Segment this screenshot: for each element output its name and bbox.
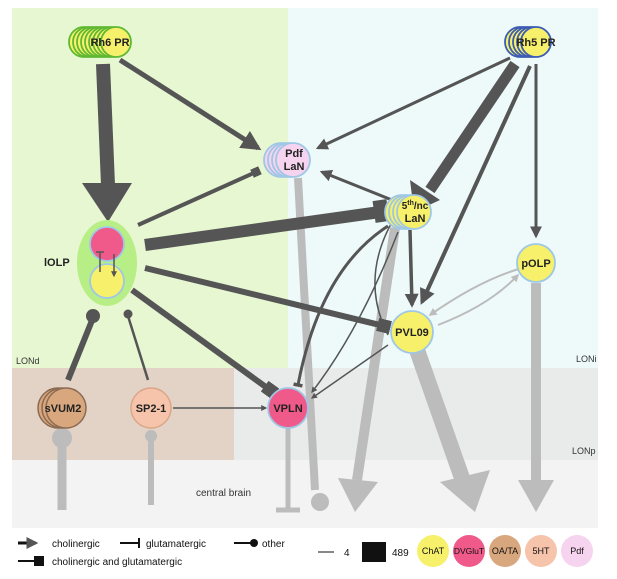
legend-swatch-pdf: Pdf [561,535,593,567]
legend-swatch-oata-label: OA/TA [492,546,518,556]
edge-fifth-to-vpln-curve [293,224,389,388]
legend-max-weight-text: 489 [392,548,409,559]
edge-lolp-to-pvl09 [144,265,392,334]
edge-fifth-to-pvl09 [404,229,419,308]
legend-chol-glut-square [34,556,44,566]
node-pdf-label-line2: LaN [284,161,305,173]
node-lolp-label: lOLP [44,257,70,269]
node-fifth-label-line1: 5th/nc [402,200,429,212]
edge-polp-to-central-head [518,480,554,512]
region-label-loni: LONi [576,354,597,364]
edge-lolp-to-sp21 [126,315,150,381]
legend-other-dot [250,539,258,547]
legend-swatch-pdf-label: Pdf [570,546,584,556]
node-fifth-lan: 5th/nc LaN [384,194,432,230]
legend: cholinergic glutamatergic other choliner… [18,535,593,568]
edge-pvl09-to-central [409,347,470,481]
node-vpln-label: VPLN [273,403,302,415]
region-central-brain [12,460,598,528]
edge-rh6-to-lolp-head [82,183,132,222]
legend-swatch-oata: OA/TA [489,535,521,567]
node-sp21: SP2-1 [130,387,172,429]
legend-swatch-dvglut: DVGluT [453,535,485,567]
node-rh5-label: Rh5 PR [516,37,555,49]
edge-fifth-to-vpln-thin [311,231,399,393]
region-lond [12,8,288,368]
legend-swatch-chat-label: ChAT [422,546,445,556]
legend-min-weight-text: 4 [344,548,350,559]
region-label-lonp: LONp [572,446,596,456]
region-label-lond: LONd [16,356,40,366]
legend-swatch-chat: ChAT [417,535,449,567]
edge-rh6-to-lolp [96,63,115,186]
edge-pvl09-to-vpln [311,344,389,399]
edge-lolp-to-sp21-dot [123,309,133,319]
region-label-central-brain: central brain [196,488,251,499]
node-fifth-sup: th [407,200,414,207]
legend-swatch-5ht: 5HT [525,535,557,567]
node-vpln: VPLN [267,387,309,429]
edge-lolp-to-pdf [137,166,262,227]
edge-pvl09-polp-light [428,267,523,316]
node-polp: pOLP [516,243,556,283]
node-polp-label: pOLP [521,258,550,270]
edge-pvl09-to-fifth [374,220,395,336]
node-fifth-label-line2: LaN [405,213,426,225]
edge-lolp-to-svum2 [65,316,96,382]
node-pvl09-label: PVL09 [395,327,429,339]
region-loni [288,8,598,368]
edge-lolp-to-svum2-dot [86,309,100,323]
node-pdf-lan: Pdf LaN [263,142,311,178]
edge-lolp-to-fifth [144,206,381,251]
edge-svum2-to-central-dot [52,428,72,448]
edge-fifth-to-central-head [338,478,378,512]
edge-sp21-to-central-dot [145,430,157,442]
node-lolp: lOLP [44,220,137,306]
node-rh5: Rh5 PR [504,26,556,58]
legend-cholinergic-text: cholinergic [52,539,100,550]
node-pvl09: PVL09 [390,310,434,354]
edge-rh5-to-fifth [425,60,520,194]
edge-pdf-to-central [294,177,319,491]
edge-rh5-to-pvl09 [420,65,532,305]
edge-pdf-to-central-dot [311,493,329,511]
node-sp21-label: SP2-1 [136,403,167,415]
edge-rh5-to-pdf [315,56,511,150]
node-svum2: sVUM2 [37,387,87,429]
node-pdf-label-line1: Pdf [285,148,303,160]
edge-rh6-to-pdf [118,57,262,151]
legend-swatch-dvglut-label: DVGluT [454,546,484,556]
node-rh6-label: Rh6 PR [90,37,129,49]
edge-polp-pvl09-light [437,273,520,326]
edge-fifth-to-pdf [319,169,393,202]
node-fifth-base: 5 [402,201,408,212]
legend-glutamatergic-text: glutamatergic [146,539,206,550]
node-rh6: Rh6 PR [68,26,132,58]
legend-other-text: other [262,539,285,550]
node-svum2-label: sVUM2 [45,403,82,415]
edge-pvl09-to-central-head [440,470,490,512]
node-fifth-rest: /nc [414,201,429,212]
legend-max-weight-block [362,542,386,562]
edge-lolp-to-vpln [130,287,280,400]
legend-chol-glut-text: cholinergic and glutamatergic [52,557,182,568]
legend-swatch-5ht-label: 5HT [532,546,550,556]
